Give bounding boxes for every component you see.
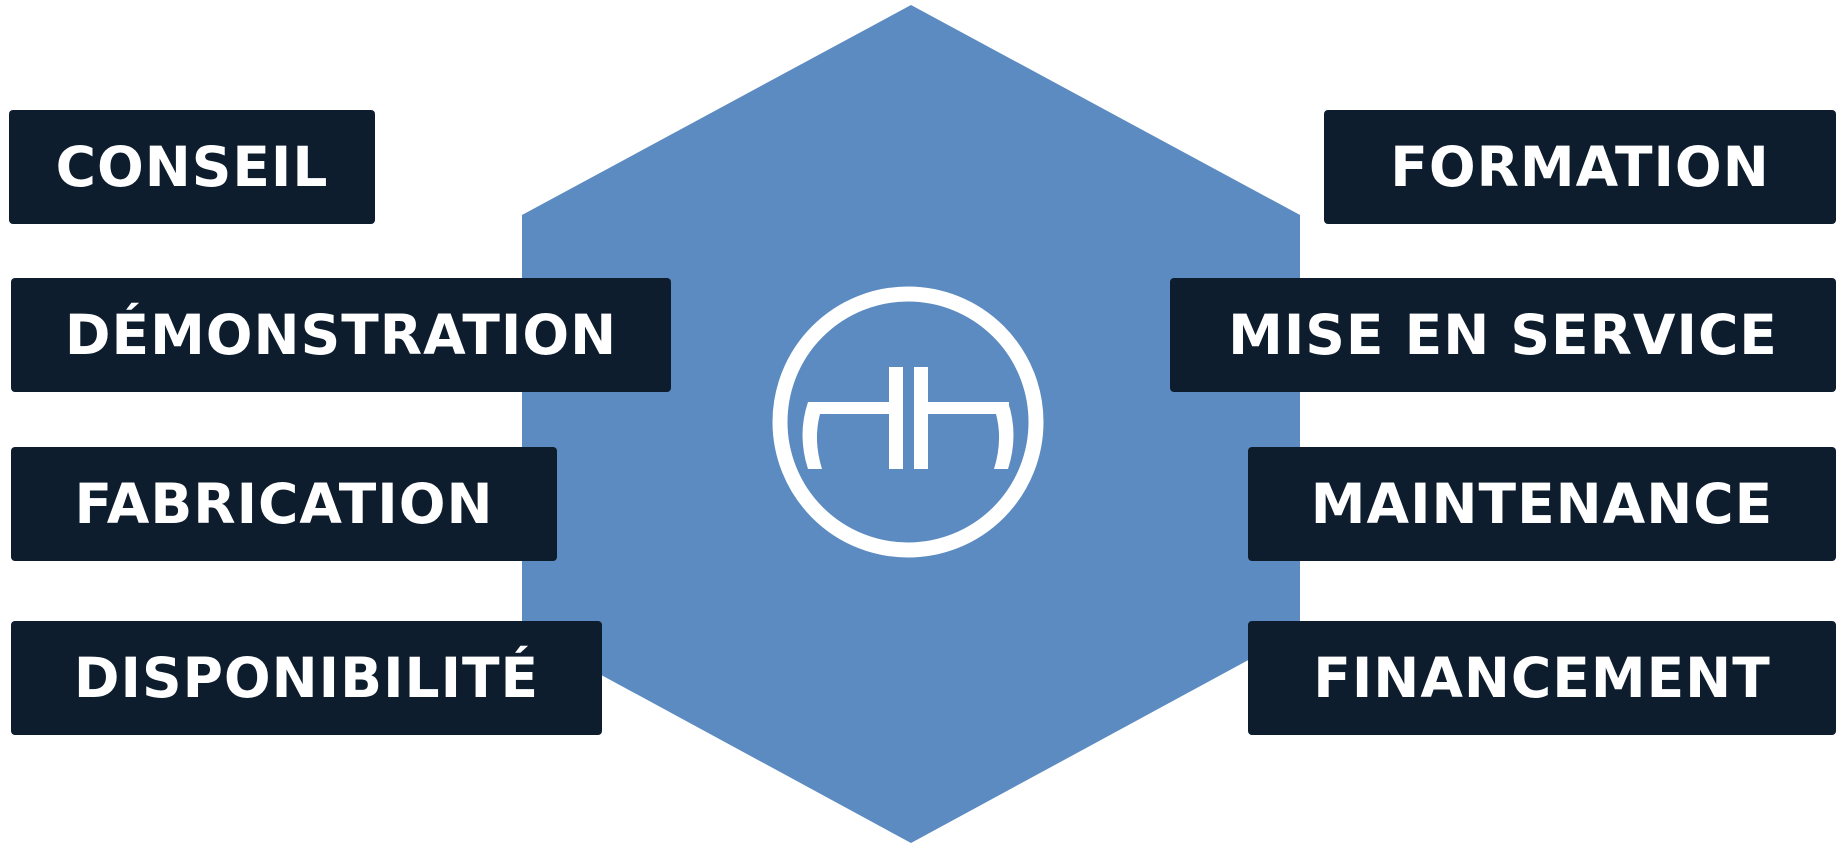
service-label-text: FABRICATION xyxy=(74,471,494,536)
service-label-demonstration: DÉMONSTRATION xyxy=(11,278,671,392)
service-label-text: FINANCEMENT xyxy=(1313,645,1771,710)
service-label-fabrication: FABRICATION xyxy=(11,447,557,561)
service-label-conseil: CONSEIL xyxy=(9,110,375,224)
company-logo-icon xyxy=(772,286,1044,558)
service-label-text: FORMATION xyxy=(1390,134,1770,199)
service-label-formation: FORMATION xyxy=(1324,110,1836,224)
service-label-text: DISPONIBILITÉ xyxy=(73,645,540,710)
service-label-text: MAINTENANCE xyxy=(1310,471,1774,536)
service-label-text: DÉMONSTRATION xyxy=(64,302,618,367)
service-label-text: MISE EN SERVICE xyxy=(1228,302,1778,367)
service-label-mise-en-service: MISE EN SERVICE xyxy=(1170,278,1836,392)
service-label-maintenance: MAINTENANCE xyxy=(1248,447,1836,561)
service-label-text: CONSEIL xyxy=(55,134,329,199)
service-label-disponibilite: DISPONIBILITÉ xyxy=(11,621,602,735)
service-label-financement: FINANCEMENT xyxy=(1248,621,1836,735)
